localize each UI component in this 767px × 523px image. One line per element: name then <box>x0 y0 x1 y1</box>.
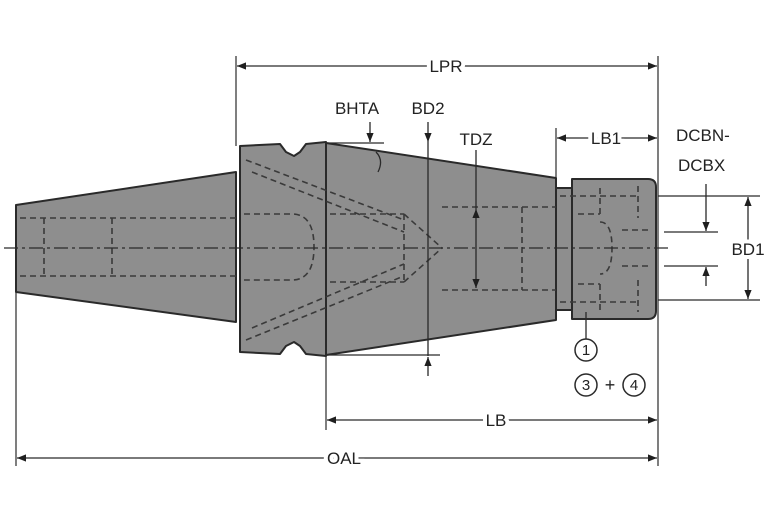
lb1-label: LB1 <box>591 129 621 148</box>
callout-1-circle <box>574 338 598 362</box>
v-flange <box>239 141 327 357</box>
callouts: 1 3 + 4 <box>574 338 646 397</box>
dcbn-label: DCBN- <box>676 126 730 145</box>
oal-label: OAL <box>327 449 361 468</box>
toolholder-body <box>15 141 657 357</box>
extension-lines <box>15 56 760 466</box>
taper-shank <box>15 171 237 323</box>
dimension-lines <box>17 62 752 462</box>
bd2-label: BD2 <box>411 99 444 118</box>
lb-label: LB <box>486 411 507 430</box>
body-cone <box>325 142 557 356</box>
callout-4-circle <box>622 373 646 397</box>
callout-3-circle <box>574 373 598 397</box>
labels: LPR LB1 DCBN- DCBX BHTA BD2 TDZ BD1 LB O… <box>323 53 767 472</box>
bhta-label: BHTA <box>335 99 380 118</box>
tdz-label: TDZ <box>459 130 492 149</box>
collet-nut <box>571 178 657 320</box>
lpr-label: LPR <box>429 57 462 76</box>
collet-neck <box>555 187 573 311</box>
bd1-label: BD1 <box>731 240 764 259</box>
callout-3: 3 <box>582 377 590 394</box>
callout-plus: + <box>605 375 616 395</box>
callout-4: 4 <box>630 377 638 394</box>
dcbx-label: DCBX <box>678 156 725 175</box>
bhta-angle-arc <box>375 151 382 173</box>
callout-1: 1 <box>582 342 590 359</box>
